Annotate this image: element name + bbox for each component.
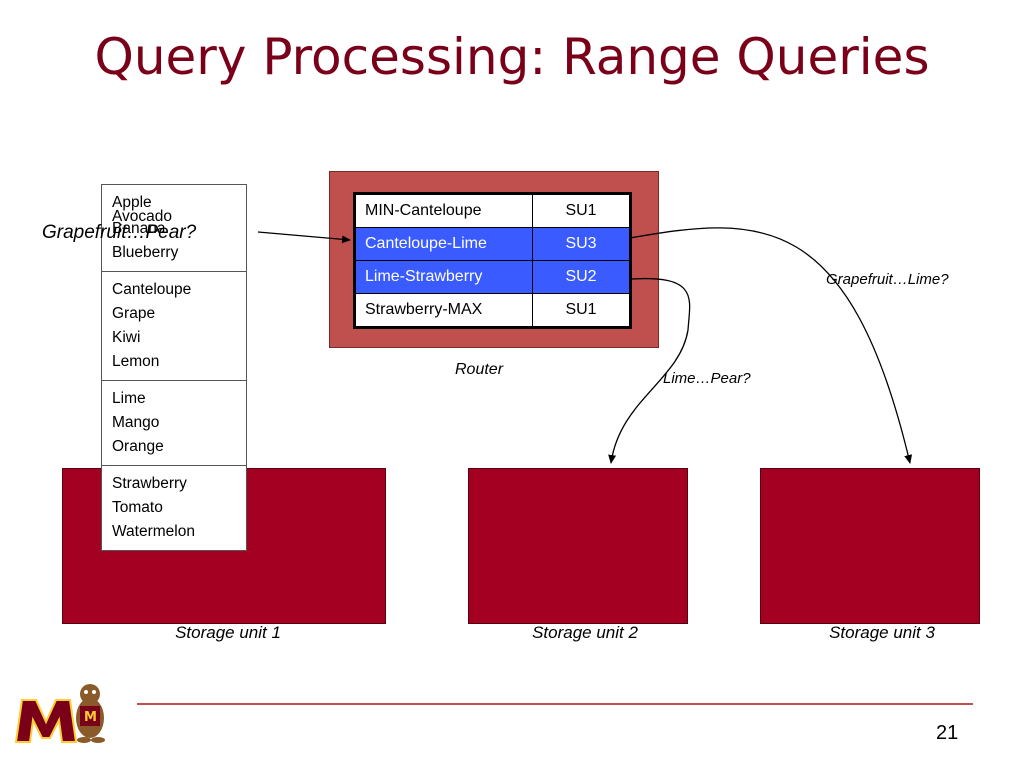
list-item: Orange <box>112 438 164 455</box>
fruit-block-3: Lime Mango Orange <box>102 381 246 466</box>
list-item: Grape <box>112 305 156 322</box>
list-item: Strawberry <box>112 475 187 492</box>
subquery-su2-label: Lime…Pear? <box>663 370 751 387</box>
range-cell: Strawberry-MAX <box>354 293 533 328</box>
range-cell: Lime-Strawberry <box>354 260 533 294</box>
storage-unit-2-label: Storage unit 2 <box>532 623 638 642</box>
fruit-block-2: Canteloupe Grape Kiwi Lemon <box>102 272 246 381</box>
list-item: Apple <box>112 194 152 211</box>
page-number: 21 <box>936 722 959 744</box>
routing-row-highlighted: Canteloupe-Lime SU3 <box>354 227 631 261</box>
list-item: Banana <box>112 220 166 237</box>
unit-cell: SU3 <box>532 227 631 261</box>
router-to-su3-arrow <box>629 227 913 464</box>
storage-unit-2 <box>468 468 688 624</box>
slide-title: Query Processing: Range Queries <box>94 28 930 86</box>
footer-divider <box>137 703 973 705</box>
routing-row-highlighted: Lime-Strawberry SU2 <box>354 260 631 294</box>
unit-cell: SU1 <box>532 293 631 328</box>
list-item: Tomato <box>112 499 163 516</box>
list-item: Lime <box>112 390 146 407</box>
query-to-router-arrow <box>257 231 351 244</box>
unit-cell: SU1 <box>532 193 631 228</box>
subquery-su3-label: Grapefruit…Lime? <box>826 271 949 288</box>
storage-unit-1-label: Storage unit 1 <box>175 623 281 642</box>
list-item: Lemon <box>112 353 160 370</box>
fruit-block-1: Apple Avocado Banana Blueberry <box>102 185 246 272</box>
router-to-su2-arrow <box>608 277 691 464</box>
university-logo-icon: M <box>14 684 105 743</box>
fruit-block-4: Strawberry Tomato Watermelon <box>102 466 246 550</box>
range-query-label: Grapefruit…Pear? <box>42 222 197 243</box>
list-item: Avocado <box>112 208 173 225</box>
list-item: Watermelon <box>112 523 195 540</box>
list-item: Canteloupe <box>112 281 192 298</box>
svg-text:M: M <box>84 710 97 725</box>
storage-unit-3 <box>760 468 980 624</box>
routing-table: MIN-Canteloupe SU1 Canteloupe-Lime SU3 L… <box>353 192 632 329</box>
router-label: Router <box>455 361 504 378</box>
routing-row: Strawberry-MAX SU1 <box>354 293 631 328</box>
fruit-key-list: Apple Avocado Banana Blueberry Canteloup… <box>101 184 247 551</box>
list-item: Kiwi <box>112 329 141 346</box>
list-item: Blueberry <box>112 244 179 261</box>
storage-unit-3-label: Storage unit 3 <box>829 623 935 642</box>
range-cell: Canteloupe-Lime <box>354 227 533 261</box>
list-item: Mango <box>112 414 160 431</box>
